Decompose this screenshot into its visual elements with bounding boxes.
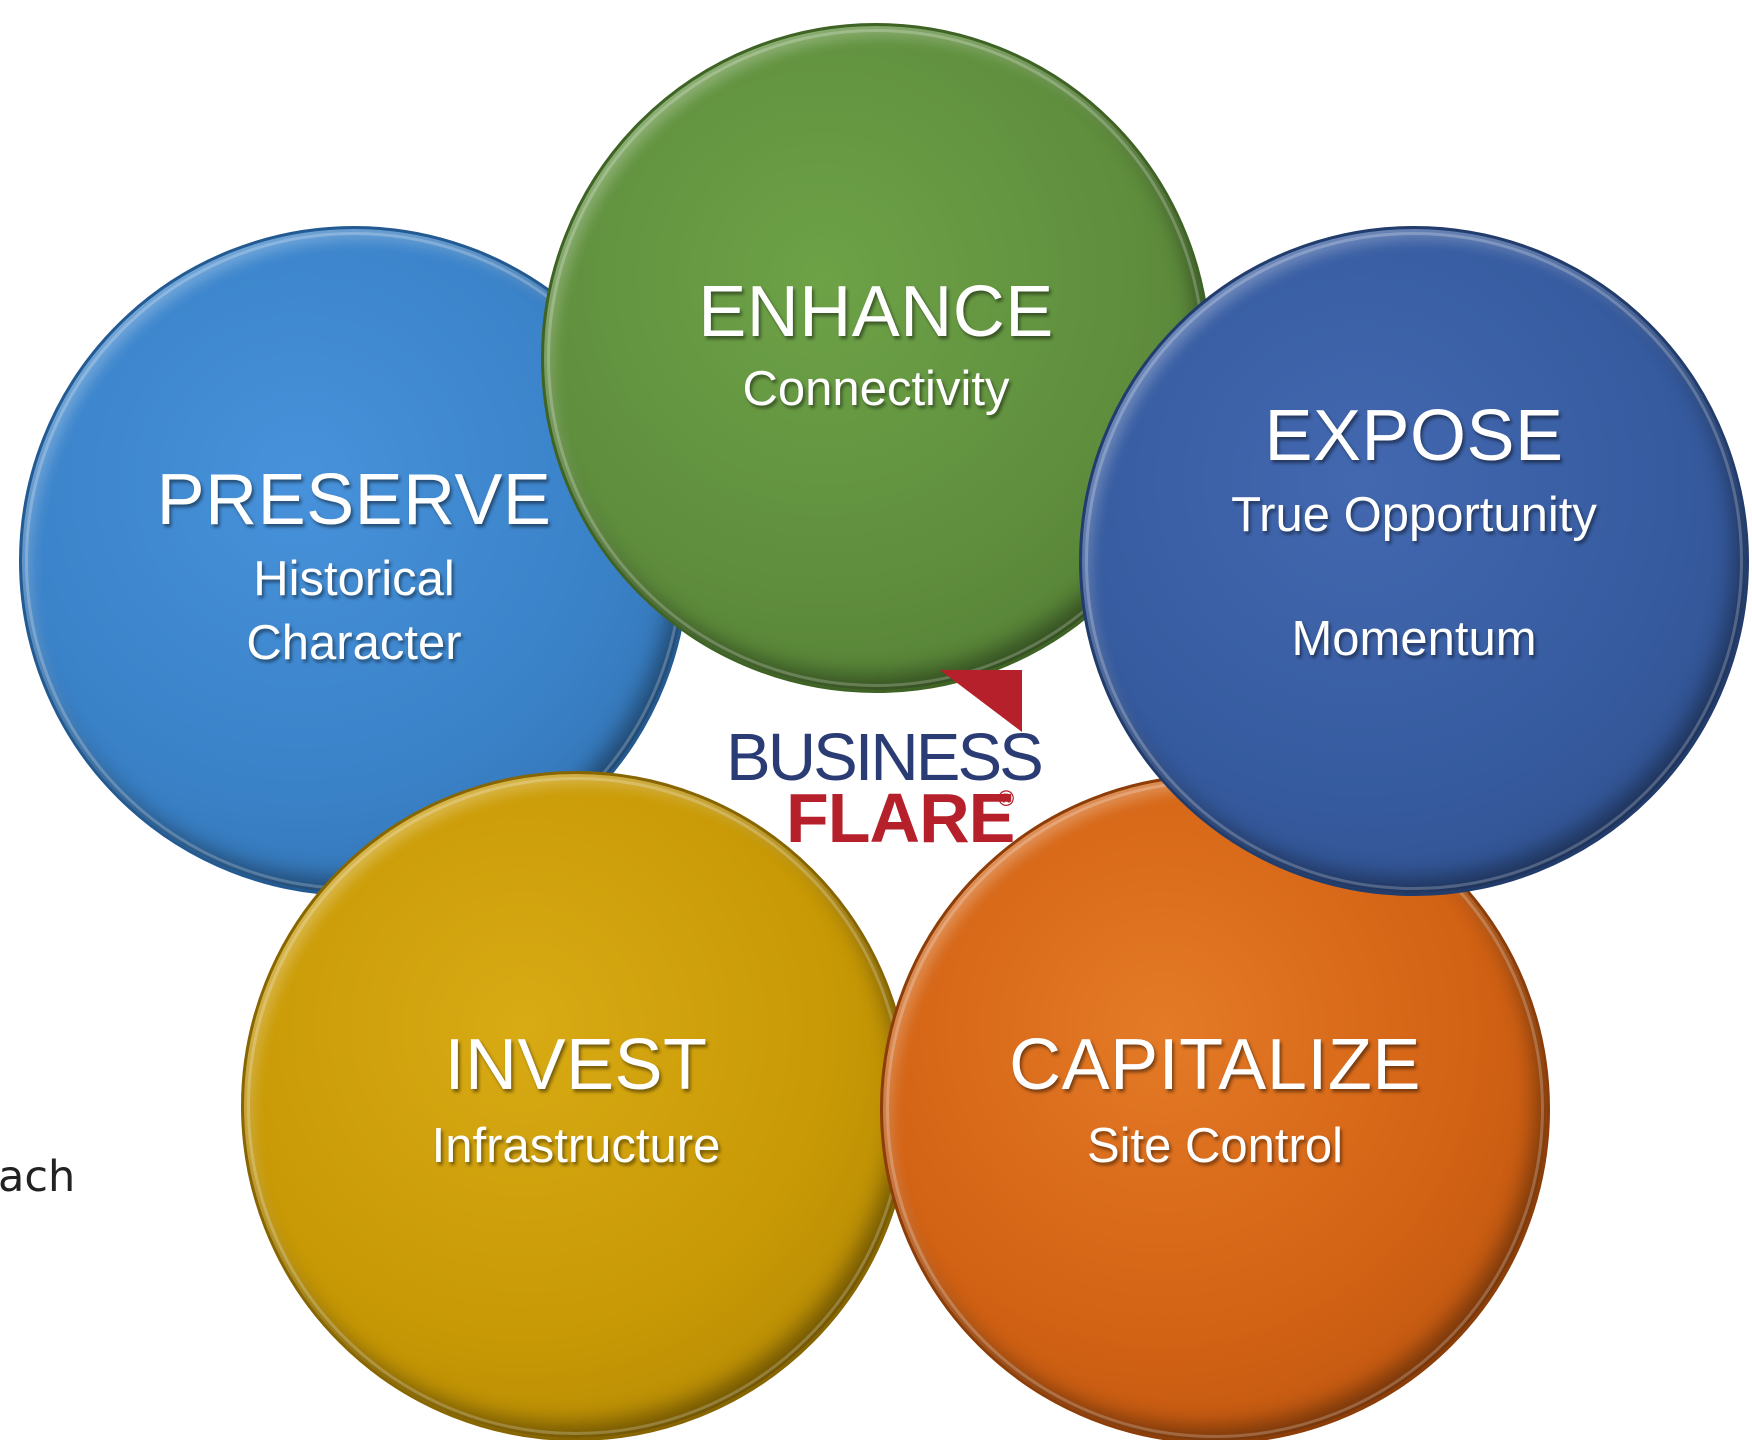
circle-invest-text: INVEST Infrastructure	[244, 1026, 908, 1178]
logo-flare-text: FLARE	[786, 779, 1015, 857]
circle-expose: EXPOSE True Opportunity Momentum	[1079, 226, 1749, 896]
circle-enhance-title: ENHANCE	[698, 272, 1054, 352]
circle-capitalize-line-1: Site Control	[1086, 1119, 1343, 1173]
business-flare-logo: BUSINESS FLARE ®	[712, 670, 1044, 853]
circle-preserve-line-2: Character	[246, 616, 462, 670]
circle-invest-line-1: Infrastructure	[431, 1119, 721, 1173]
circle-preserve-title: PRESERVE	[156, 460, 552, 540]
circle-expose-text: EXPOSE True Opportunity Momentum	[1082, 397, 1746, 671]
circle-enhance-line-1: Connectivity	[742, 362, 1010, 416]
circle-expose-line-1: True Opportunity	[1231, 488, 1597, 542]
circle-capitalize-title: CAPITALIZE	[1009, 1025, 1421, 1105]
clipped-text-fragment: ach	[0, 1152, 76, 1202]
circle-preserve-line-1: Historical	[253, 552, 455, 606]
circle-expose-line-2: Momentum	[1291, 612, 1537, 666]
circle-capitalize-text: CAPITALIZE Site Control	[883, 1026, 1547, 1178]
circle-invest: INVEST Infrastructure	[241, 771, 911, 1440]
circle-invest-title: INVEST	[444, 1025, 708, 1105]
registered-mark: ®	[998, 786, 1015, 811]
circle-expose-title: EXPOSE	[1264, 396, 1564, 476]
logo-business-text: BUSINESS	[726, 720, 1044, 795]
flare-triangle-icon	[940, 670, 1022, 732]
circle-preserve-text: PRESERVE Historical Character	[22, 461, 686, 675]
circle-enhance-text: ENHANCE Connectivity	[544, 273, 1208, 421]
